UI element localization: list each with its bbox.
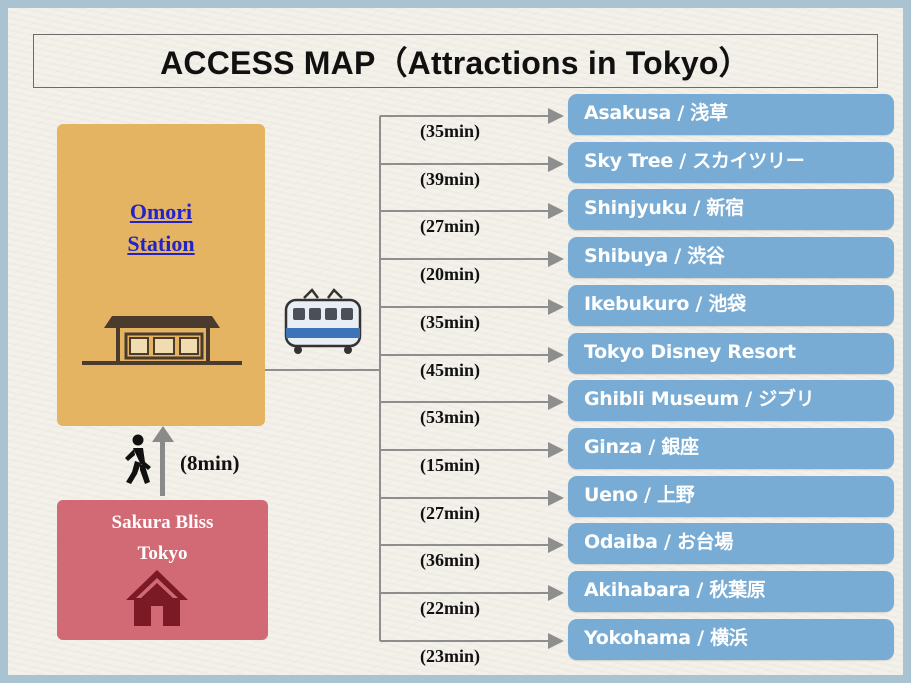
- destination-box: Odaiba / お台場: [568, 523, 894, 564]
- arrowhead-icon: [548, 203, 564, 219]
- destination-box: Ghibli Museum / ジブリ: [568, 380, 894, 421]
- station-building-icon: [82, 316, 242, 365]
- walk-up-arrow-icon: [152, 426, 174, 496]
- travel-time-label: (22min): [420, 598, 480, 618]
- destination-label: Ghibli Museum / ジブリ: [584, 388, 815, 410]
- destination-box: Ginza / 銀座: [568, 428, 894, 469]
- omori-station-box: [57, 124, 265, 426]
- destination-label: Tokyo Disney Resort: [584, 341, 796, 363]
- travel-time-label: (53min): [420, 407, 480, 427]
- travel-time-label: (45min): [420, 360, 480, 380]
- travel-time-label: (36min): [420, 550, 480, 570]
- destination-box: Ueno / 上野: [568, 476, 894, 517]
- arrowhead-icon: [548, 299, 564, 315]
- destination-label: Ueno / 上野: [584, 484, 695, 506]
- travel-time-label: (20min): [420, 264, 480, 284]
- arrowhead-icon: [548, 156, 564, 172]
- arrowhead-icon: [548, 251, 564, 267]
- arrowhead-icon: [548, 394, 564, 410]
- travel-time-label: (39min): [420, 169, 480, 189]
- walking-person-icon: [125, 434, 151, 484]
- destination-box: Asakusa / 浅草: [568, 94, 894, 135]
- station-name-line1[interactable]: Omori: [129, 199, 193, 224]
- hotel-name-line1: Sakura Bliss: [111, 512, 214, 533]
- travel-time-label: (27min): [420, 503, 480, 523]
- destination-label: Ginza / 銀座: [584, 436, 699, 458]
- arrowhead-icon: [548, 442, 564, 458]
- destination-label: Asakusa / 浅草: [584, 102, 728, 124]
- destination-box: Sky Tree / スカイツリー: [568, 142, 894, 183]
- house-icon: [126, 570, 188, 626]
- train-icon: [284, 288, 362, 354]
- destination-label: Shinjyuku / 新宿: [584, 197, 744, 219]
- travel-time-label: (15min): [420, 455, 480, 475]
- destination-box: Tokyo Disney Resort: [568, 333, 894, 374]
- arrowhead-icon: [548, 585, 564, 601]
- hotel-name-line2: Tokyo: [137, 543, 188, 564]
- arrowhead-icon: [548, 537, 564, 553]
- destination-label: Yokohama / 横浜: [584, 627, 748, 649]
- station-name-line2[interactable]: Station: [127, 231, 195, 256]
- walk-time-label: (8min): [180, 451, 240, 475]
- arrowhead-icon: [548, 347, 564, 363]
- travel-time-label: (35min): [420, 121, 480, 141]
- station-name-link[interactable]: Omori Station: [57, 196, 265, 260]
- destination-label: Odaiba / お台場: [584, 531, 734, 553]
- destination-box: Ikebukuro / 池袋: [568, 285, 894, 326]
- destination-box: Yokohama / 横浜: [568, 619, 894, 660]
- map-title: ACCESS MAP（Attractions in Tokyo）: [33, 34, 878, 88]
- destination-label: Shibuya / 渋谷: [584, 245, 725, 267]
- arrowhead-icon: [548, 108, 564, 124]
- destination-label: Akihabara / 秋葉原: [584, 579, 766, 601]
- destination-box: Shinjyuku / 新宿: [568, 189, 894, 230]
- arrowhead-icon: [548, 633, 564, 649]
- destination-label: Sky Tree / スカイツリー: [584, 150, 805, 172]
- travel-time-label: (35min): [420, 312, 480, 332]
- destination-label: Ikebukuro / 池袋: [584, 293, 746, 315]
- destination-box: Akihabara / 秋葉原: [568, 571, 894, 612]
- destination-box: Shibuya / 渋谷: [568, 237, 894, 278]
- arrowhead-icon: [548, 490, 564, 506]
- travel-time-label: (23min): [420, 646, 480, 666]
- travel-time-label: (27min): [420, 216, 480, 236]
- hotel-name: Sakura Bliss Tokyo: [57, 507, 268, 569]
